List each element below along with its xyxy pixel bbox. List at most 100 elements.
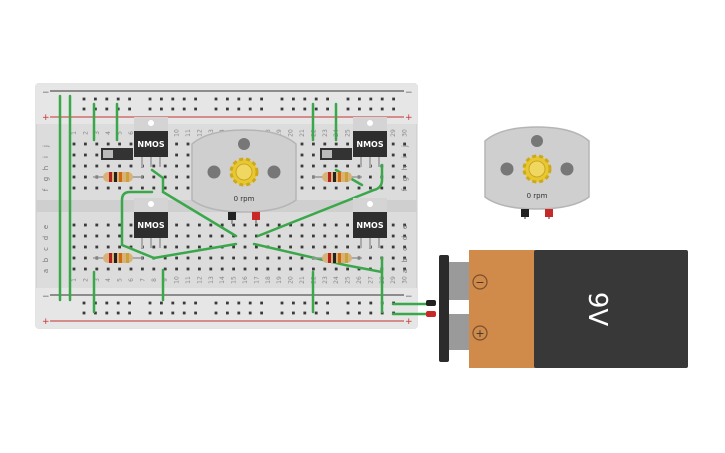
- wire[interactable]: [120, 190, 156, 260]
- breadboard-hole[interactable]: [232, 256, 235, 260]
- breadboard-hole[interactable]: [186, 153, 190, 157]
- slide-switch[interactable]: [101, 148, 133, 160]
- breadboard-hole[interactable]: [237, 311, 241, 315]
- breadboard-hole[interactable]: [300, 256, 304, 260]
- breadboard-hole[interactable]: [175, 245, 178, 249]
- breadboard-hole[interactable]: [160, 311, 163, 315]
- motor-lead-black[interactable]: [521, 209, 529, 217]
- breadboard-hole[interactable]: [84, 223, 87, 227]
- breadboard-hole[interactable]: [186, 223, 190, 227]
- breadboard-hole[interactable]: [312, 234, 315, 238]
- breadboard-hole[interactable]: [182, 301, 186, 305]
- breadboard-hole[interactable]: [118, 186, 121, 190]
- breadboard-hole[interactable]: [171, 311, 175, 315]
- breadboard-hole[interactable]: [226, 301, 229, 305]
- breadboard-hole[interactable]: [280, 301, 284, 305]
- breadboard-hole[interactable]: [106, 142, 110, 146]
- breadboard-hole[interactable]: [391, 164, 395, 168]
- breadboard-hole[interactable]: [243, 234, 247, 238]
- breadboard-hole[interactable]: [175, 164, 178, 168]
- breadboard-hole[interactable]: [84, 186, 87, 190]
- breadboard-hole[interactable]: [403, 186, 406, 190]
- breadboard-hole[interactable]: [357, 186, 361, 190]
- breadboard-hole[interactable]: [175, 223, 178, 227]
- breadboard-hole[interactable]: [171, 107, 175, 111]
- breadboard-hole[interactable]: [358, 97, 361, 101]
- breadboard-hole[interactable]: [326, 107, 329, 111]
- breadboard-hole[interactable]: [95, 234, 99, 238]
- breadboard-hole[interactable]: [116, 311, 120, 315]
- breadboard-hole[interactable]: [403, 164, 406, 168]
- breadboard-hole[interactable]: [72, 142, 76, 146]
- breadboard-hole[interactable]: [326, 311, 329, 315]
- breadboard-hole[interactable]: [323, 234, 327, 238]
- breadboard-hole[interactable]: [300, 142, 304, 146]
- breadboard-hole[interactable]: [323, 223, 327, 227]
- breadboard-hole[interactable]: [369, 107, 373, 111]
- breadboard-hole[interactable]: [84, 256, 87, 260]
- breadboard-hole[interactable]: [141, 267, 144, 271]
- breadboard-hole[interactable]: [380, 245, 384, 249]
- breadboard-hole[interactable]: [95, 223, 99, 227]
- breadboard-hole[interactable]: [152, 186, 156, 190]
- breadboard-hole[interactable]: [391, 142, 395, 146]
- breadboard-hole[interactable]: [118, 234, 121, 238]
- breadboard-hole[interactable]: [369, 256, 372, 260]
- breadboard-hole[interactable]: [106, 245, 110, 249]
- breadboard-hole[interactable]: [186, 256, 190, 260]
- breadboard-hole[interactable]: [346, 97, 350, 101]
- breadboard-hole[interactable]: [403, 256, 406, 260]
- breadboard-hole[interactable]: [403, 223, 406, 227]
- breadboard-hole[interactable]: [289, 245, 292, 249]
- resistor[interactable]: [312, 172, 362, 182]
- breadboard-hole[interactable]: [95, 267, 99, 271]
- breadboard-hole[interactable]: [232, 245, 235, 249]
- breadboard-hole[interactable]: [280, 311, 284, 315]
- breadboard-hole[interactable]: [303, 301, 307, 305]
- breadboard-hole[interactable]: [303, 97, 307, 101]
- breadboard-hole[interactable]: [129, 186, 133, 190]
- breadboard-hole[interactable]: [209, 223, 213, 227]
- breadboard-hole[interactable]: [198, 234, 201, 238]
- breadboard-hole[interactable]: [72, 256, 76, 260]
- breadboard-hole[interactable]: [255, 245, 258, 249]
- breadboard-hole[interactable]: [209, 256, 213, 260]
- breadboard-hole[interactable]: [106, 234, 110, 238]
- breadboard-hole[interactable]: [255, 267, 258, 271]
- breadboard-hole[interactable]: [357, 267, 361, 271]
- breadboard-hole[interactable]: [182, 107, 186, 111]
- breadboard-hole[interactable]: [194, 301, 197, 305]
- breadboard-hole[interactable]: [186, 175, 190, 179]
- breadboard-hole[interactable]: [300, 164, 304, 168]
- wires[interactable]: [58, 94, 430, 316]
- breadboard-hole[interactable]: [194, 311, 197, 315]
- breadboard-hole[interactable]: [391, 256, 395, 260]
- breadboard-hole[interactable]: [260, 97, 263, 101]
- breadboard-hole[interactable]: [226, 311, 229, 315]
- breadboard-hole[interactable]: [277, 223, 281, 227]
- breadboard-hole[interactable]: [163, 245, 167, 249]
- breadboard-hole[interactable]: [326, 97, 329, 101]
- breadboard-hole[interactable]: [312, 223, 315, 227]
- breadboard-hole[interactable]: [403, 175, 406, 179]
- nmos-transistor[interactable]: NMOS: [134, 198, 168, 248]
- breadboard-hole[interactable]: [152, 164, 156, 168]
- breadboard-hole[interactable]: [220, 223, 224, 227]
- breadboard-hole[interactable]: [292, 301, 295, 305]
- breadboard-hole[interactable]: [106, 267, 110, 271]
- breadboard-hole[interactable]: [175, 186, 178, 190]
- breadboard-hole[interactable]: [323, 164, 327, 168]
- breadboard-hole[interactable]: [346, 142, 349, 146]
- breadboard-hole[interactable]: [280, 97, 284, 101]
- breadboard-hole[interactable]: [346, 164, 349, 168]
- breadboard-hole[interactable]: [232, 267, 235, 271]
- breadboard-hole[interactable]: [214, 107, 218, 111]
- breadboard-hole[interactable]: [289, 223, 292, 227]
- breadboard-hole[interactable]: [214, 311, 218, 315]
- breadboard-hole[interactable]: [334, 164, 338, 168]
- breadboard-hole[interactable]: [94, 107, 97, 111]
- nmos-transistor[interactable]: NMOS: [353, 117, 387, 167]
- breadboard-hole[interactable]: [334, 245, 338, 249]
- motor-lead-red[interactable]: [252, 212, 260, 220]
- breadboard-hole[interactable]: [141, 186, 144, 190]
